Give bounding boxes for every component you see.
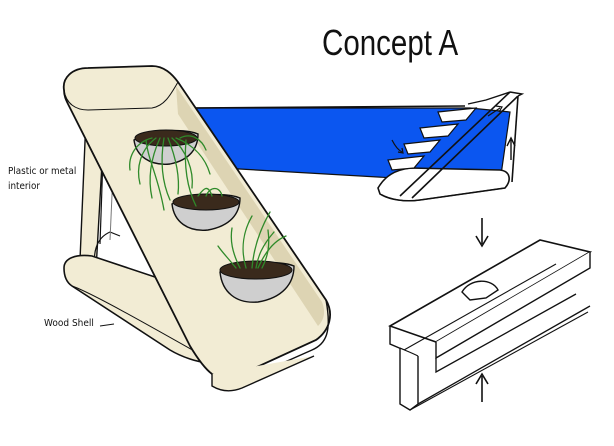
arrow-flow-up-left-icon (487, 107, 501, 117)
channel-detail (388, 239, 593, 411)
label-wood-shell: Wood Shell (44, 318, 94, 329)
arrow-curve-icon (391, 139, 403, 153)
label-interior: Plastic or metal interior (8, 166, 77, 192)
shell-leader-line (99, 323, 115, 327)
reservoir-top-edge (189, 105, 466, 109)
channel-opening (461, 280, 499, 301)
planter-pot-2 (171, 193, 241, 231)
arrow-down-icon (475, 218, 489, 248)
page-title: Concept A (322, 22, 459, 63)
planter-pot-3 (219, 260, 295, 303)
top-tray-section (377, 91, 525, 202)
plant-grass (129, 135, 287, 269)
arrow-up-icon (475, 372, 489, 402)
